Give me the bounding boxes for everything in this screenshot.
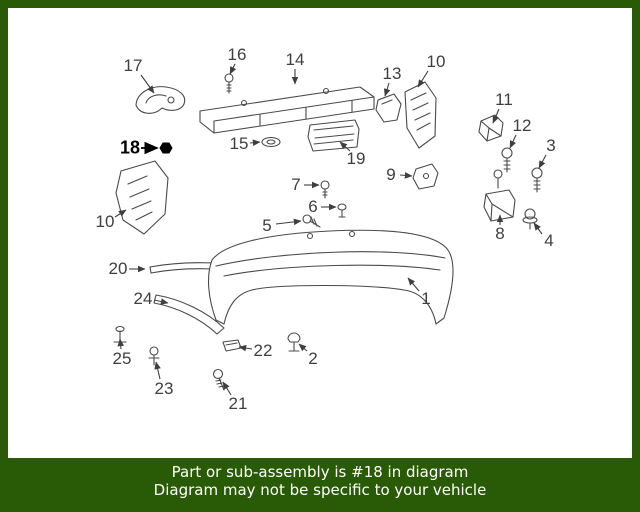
- part-2-clip: [287, 332, 301, 352]
- callout-19: 19: [346, 149, 366, 168]
- callout-1: 1: [421, 289, 431, 308]
- part-16-screw: [224, 73, 234, 94]
- part-23-clip: [148, 346, 160, 366]
- part-15-oval: [261, 136, 281, 148]
- callout-24: 24: [133, 289, 153, 308]
- callout-3: 3: [546, 136, 556, 155]
- part-22-clip: [222, 339, 242, 352]
- callout-21: 21: [228, 394, 248, 413]
- banner-line-2: Diagram may not be specific to your vehi…: [153, 481, 487, 499]
- footer-banner: Part or sub-assembly is #18 in diagram D…: [8, 458, 632, 504]
- part-10-mudguard-right: [404, 81, 437, 149]
- callout-13: 13: [382, 64, 402, 83]
- callout-12: 12: [512, 116, 532, 135]
- callout-15: 15: [229, 134, 249, 153]
- callout-10: 10: [95, 212, 115, 231]
- callout-11: 11: [495, 90, 513, 109]
- part-21-bolt: [212, 368, 225, 391]
- part-4-grommet: [522, 208, 538, 230]
- part-12-bolt: [501, 147, 513, 173]
- callout-25: 25: [112, 349, 132, 368]
- callout-9: 9: [386, 165, 396, 184]
- part-10-mudguard-left: [115, 160, 169, 235]
- part-1-bumper-cover: [207, 229, 454, 325]
- parts-diagram-art: [113, 63, 547, 396]
- callout-16: 16: [227, 45, 247, 64]
- part-24-extension: [153, 294, 225, 335]
- callout-5: 5: [262, 216, 272, 235]
- part-5-bolt: [302, 214, 321, 228]
- banner-line-1: Part or sub-assembly is #18 in diagram: [171, 463, 469, 481]
- callout-14: 14: [285, 50, 305, 69]
- part-14-reinforcement-bar: [199, 86, 375, 134]
- part-18-nut-highlighted: [159, 142, 173, 154]
- callout-20: 20: [108, 259, 128, 278]
- callout-4: 4: [544, 231, 554, 250]
- part-19-panel: [307, 119, 360, 152]
- callout-18: 18: [119, 137, 141, 158]
- callout-17: 17: [123, 56, 143, 75]
- part-7-bolt: [320, 180, 330, 199]
- callout-8: 8: [495, 224, 505, 243]
- callout-10: 10: [426, 52, 446, 71]
- part-3-bolt: [531, 167, 543, 193]
- part-6-grommet: [337, 203, 347, 218]
- callout-7: 7: [291, 175, 301, 194]
- callout-22: 22: [253, 341, 273, 360]
- part-9-bracket: [412, 163, 439, 190]
- part-13-bracket: [375, 93, 402, 123]
- callout-23: 23: [154, 379, 174, 398]
- callout-arrows: [114, 63, 547, 396]
- part-11-bracket: [478, 114, 504, 142]
- part-17-bracket: [135, 86, 186, 114]
- callout-2: 2: [308, 349, 318, 368]
- callout-6: 6: [308, 197, 318, 216]
- part-8-bracket: [483, 169, 516, 222]
